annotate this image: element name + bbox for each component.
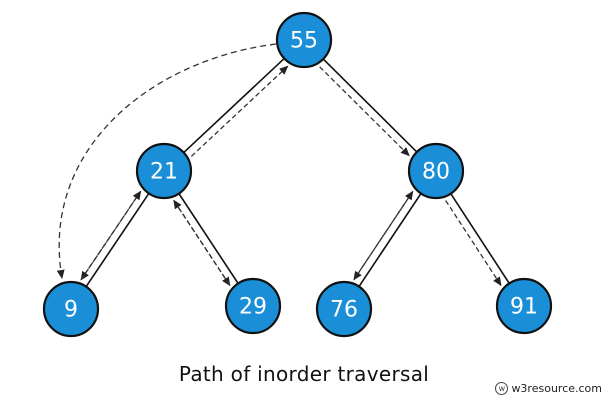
node-circle [407,142,465,200]
watermark: w w3resource.com [495,382,602,395]
edge-n55-n80 [321,57,419,154]
node-circle [135,142,193,200]
w3resource-logo-icon: w [495,382,509,395]
node-label: 21 [150,160,178,185]
tree-node-9: 9 [42,280,100,338]
watermark-text: w3resource.com [511,382,602,395]
tree-node-80: 80 [407,142,465,200]
node-circle [495,277,553,335]
node-circle [224,277,282,335]
tree-node-21: 21 [135,142,193,200]
diagram-caption: Path of inorder traversal [178,362,430,386]
tree-edges [84,56,512,289]
path-arrow-n9-to-n21 [80,190,142,281]
edge-n21-n9 [84,191,151,289]
node-label: 80 [422,160,450,185]
node-label: 55 [290,29,318,54]
node-circle [315,280,373,338]
edge-n80-n76 [357,191,423,289]
path-arrow-start-n55-to-n9 [56,43,277,279]
inorder-traversal-diagram: 55 21 80 9 29 76 91 [42,11,553,338]
node-label: 76 [330,298,358,323]
node-label: 91 [510,295,538,320]
path-arrow-n80-to-n91 [445,200,502,287]
tree-node-91: 91 [495,277,553,335]
tree-node-76: 76 [315,280,373,338]
tree-node-55: 55 [275,11,333,69]
node-label: 29 [239,295,267,320]
path-arrow-n29-to-n21 [173,199,231,286]
tree-nodes: 55 21 80 9 29 76 91 [42,11,553,338]
node-circle [42,280,100,338]
node-label: 9 [64,298,78,323]
path-arrow-n76-to-n80 [353,190,414,280]
edge-n80-n91 [448,191,512,286]
tree-node-29: 29 [224,277,282,335]
edge-n21-n29 [177,191,240,286]
node-circle [275,11,333,69]
path-arrow-n21-to-n55 [190,65,289,157]
traversal-path [56,43,502,287]
edge-n55-n21 [181,56,287,155]
path-arrow-n55-to-n80 [319,66,410,157]
